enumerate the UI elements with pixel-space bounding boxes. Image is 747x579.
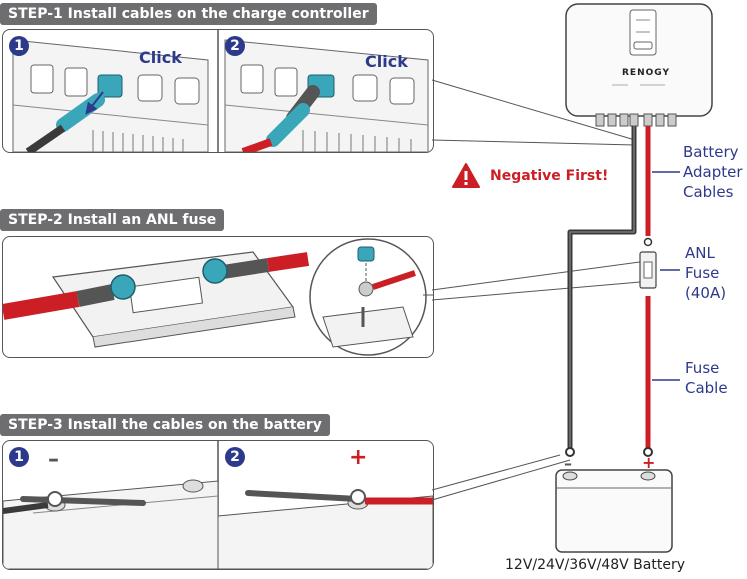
charge-controller [565, 3, 713, 127]
step1-sub1-badge: 1 [9, 36, 29, 56]
step3-sub1-badge: 1 [9, 447, 29, 467]
step3-minus-sign: – [48, 447, 59, 472]
step1-click1-label: Click [139, 48, 182, 67]
step1-sub2-badge: 2 [225, 36, 245, 56]
battery-minus-label: – [564, 454, 572, 473]
step1-click2-label: Click [365, 52, 408, 71]
warning-label: Negative First! [490, 168, 609, 184]
positive-cable [643, 126, 653, 457]
controller-brand-label: RENOGY [622, 68, 670, 78]
step2-panel [2, 236, 434, 358]
negative-cable [565, 126, 637, 457]
battery-caption: 12V/24V/36V/48V Battery [505, 557, 685, 573]
step1-illustration [12, 30, 429, 152]
step3-sub2-badge: 2 [225, 447, 245, 467]
step2-header: STEP-2 Install an ANL fuse [0, 209, 225, 231]
step3-illustration [3, 441, 433, 569]
step1-panel: 1 2 Click Click [2, 29, 434, 153]
battery [555, 469, 673, 553]
anl-fuse [639, 251, 657, 289]
step3-panel: 1 2 – + [2, 440, 434, 570]
battery-adapter-cables-label: Battery Adapter Cables [683, 143, 743, 201]
warning-icon [452, 163, 480, 188]
step1-header: STEP-1 Install cables on the charge cont… [0, 3, 377, 25]
fuse-cable-label: Fuse Cable [685, 359, 728, 397]
anl-fuse-label: ANL Fuse (40A) [685, 244, 727, 302]
step2-illustration [3, 238, 433, 356]
step3-header: STEP-3 Install the cables on the battery [0, 414, 330, 436]
step3-plus-sign: + [349, 445, 368, 470]
battery-plus-label: + [642, 453, 656, 472]
